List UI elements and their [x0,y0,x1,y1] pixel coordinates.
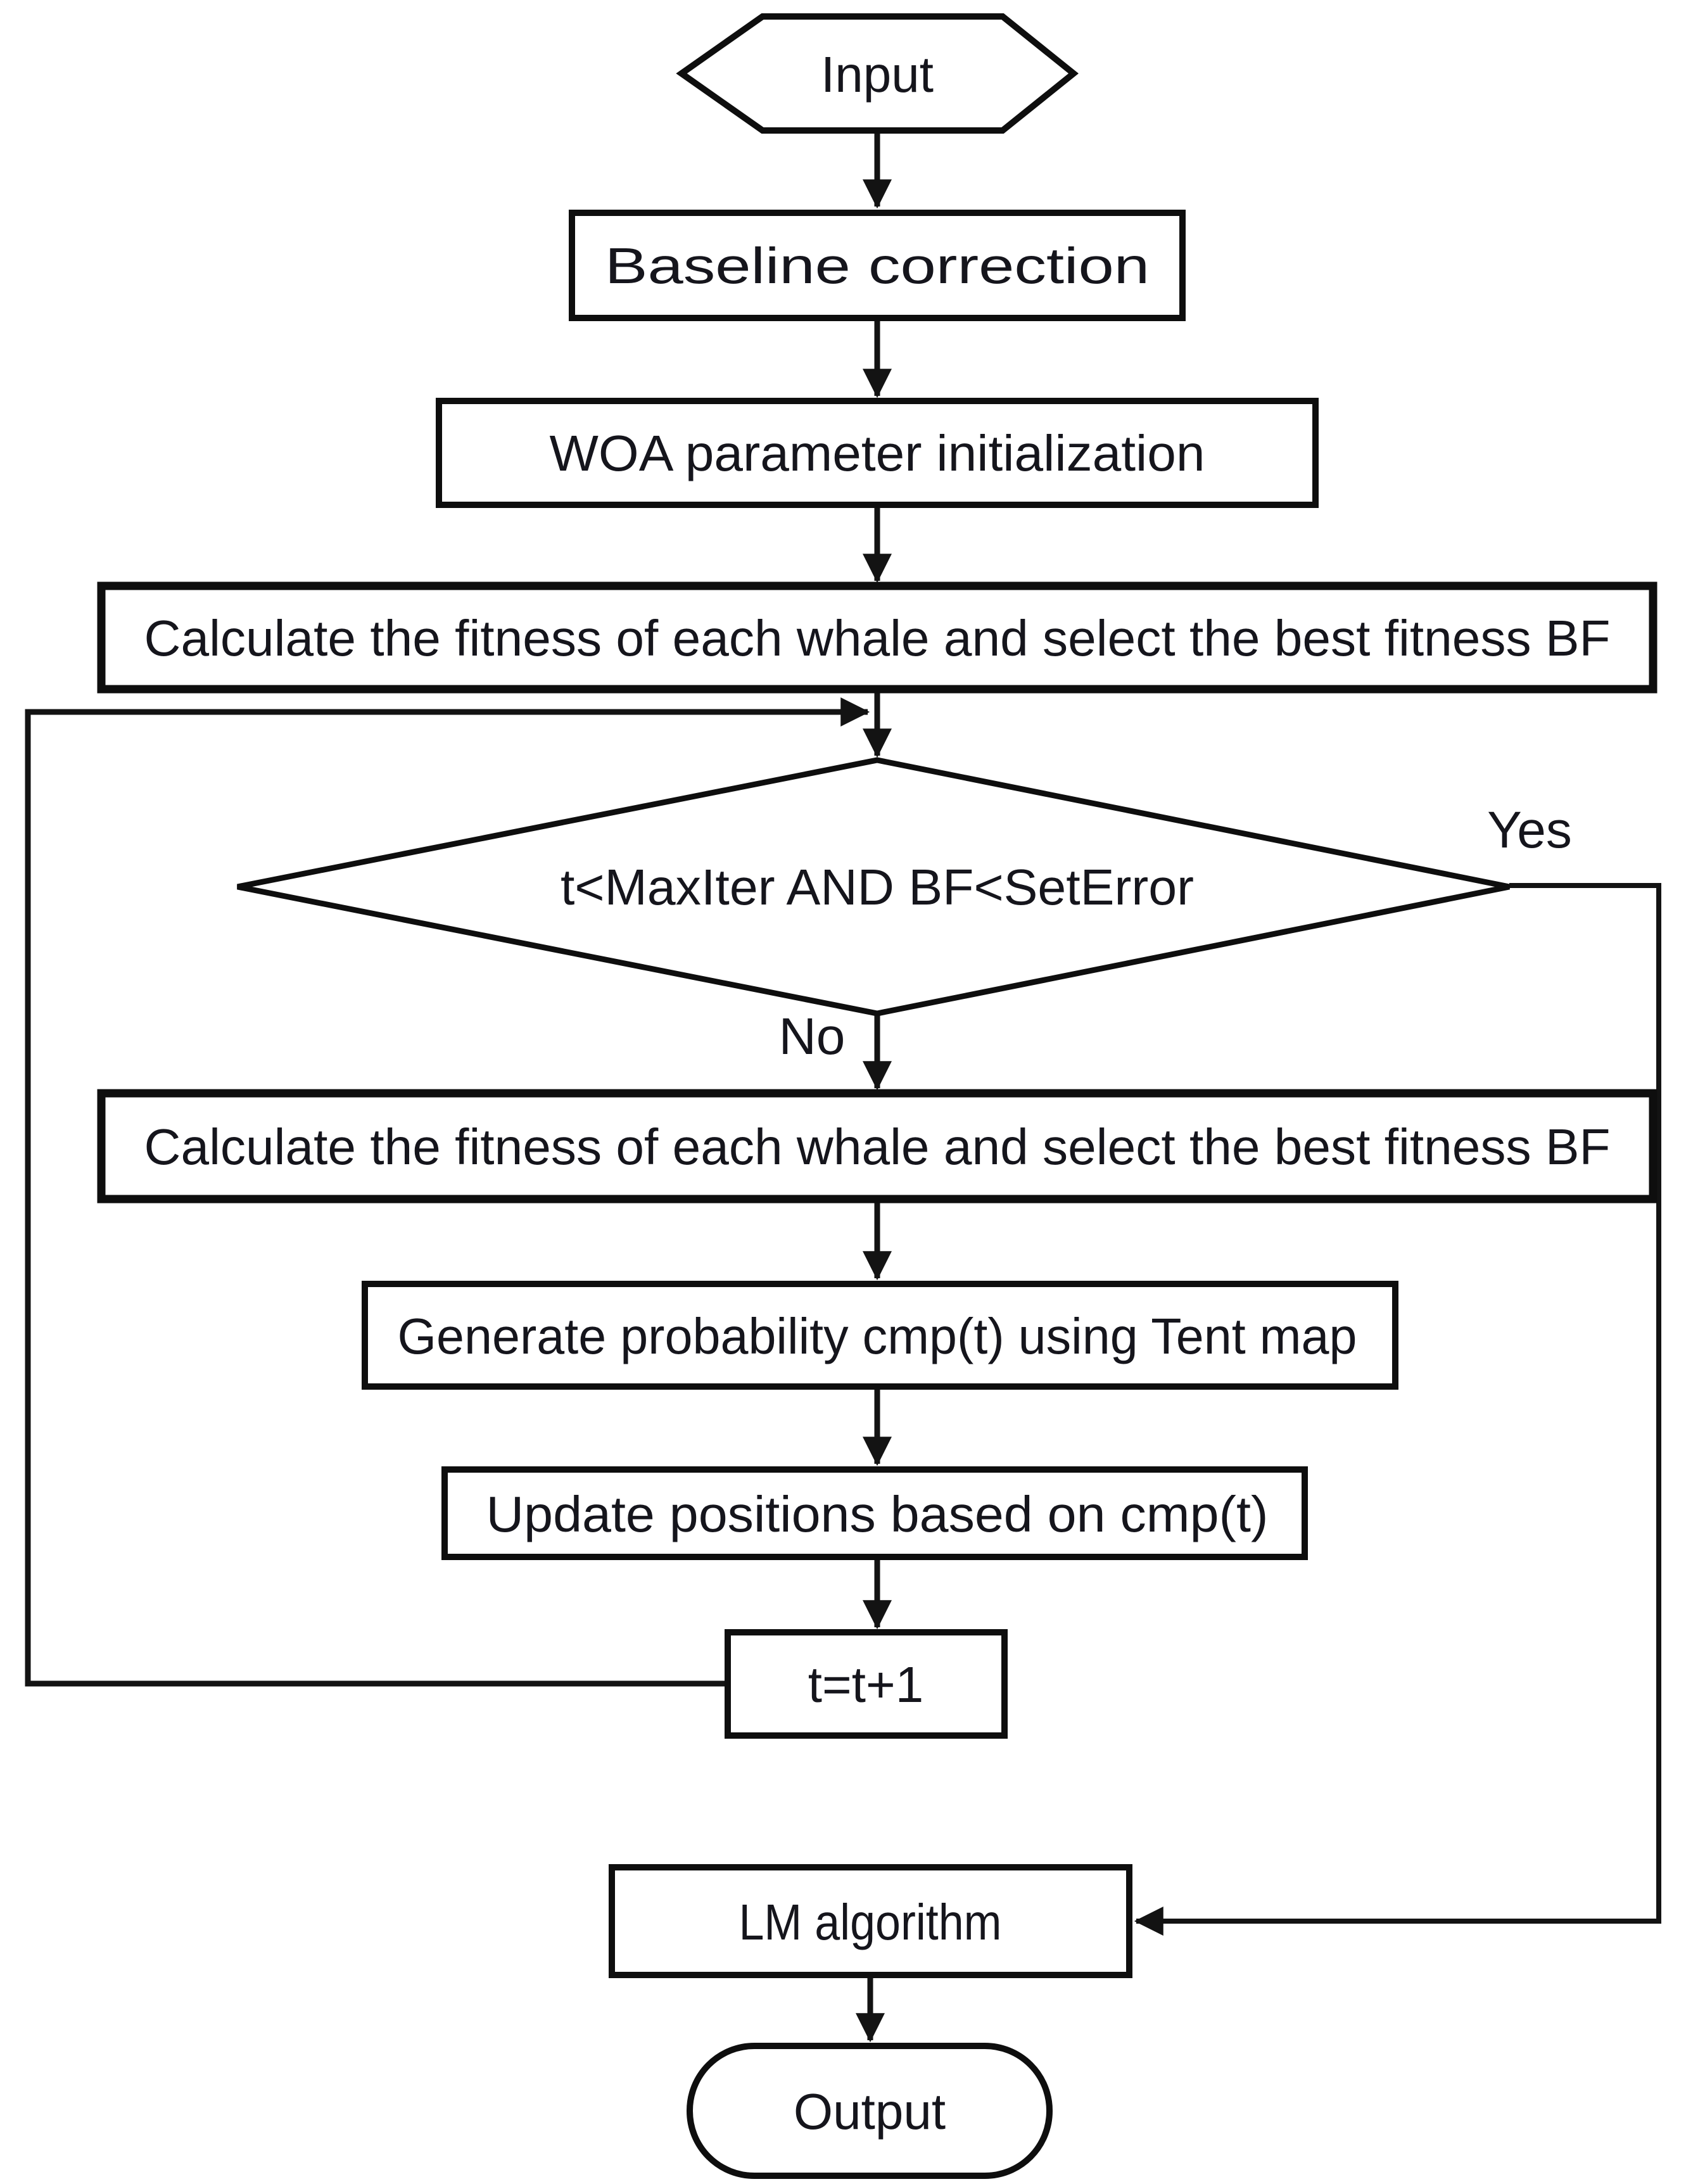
output-terminator-shape [687,2043,1053,2179]
node-increment-t: t=t+1 [725,1629,1008,1739]
edges [25,130,1661,2043]
woa-init-shape [436,398,1319,508]
edge-decision-yes-to-lm [1134,883,1661,1936]
lm-algorithm-label: LM algorithm [739,1894,1002,1950]
node-lm-algorithm: LM algorithm [609,1864,1132,1978]
generate-probability-shape [362,1281,1398,1390]
node-output: Output [687,2043,1053,2179]
yes-branch-label: Yes [1487,801,1572,859]
calc-fitness-1-shape [97,581,1657,694]
node-baseline-correction: Baseline correction [569,210,1186,321]
node-input: Input [676,13,1079,134]
baseline-correction-label: Baseline correction [605,238,1150,294]
node-loop-condition: t<MaxIter AND BF<SetError [237,757,1510,1017]
node-calculate-fitness-2: Calculate the fitness of each whale and … [97,1089,1657,1203]
input-hexagon-shape [676,13,1079,134]
input-label: Input [821,46,934,103]
calc-fitness-2-shape [97,1089,1657,1203]
baseline-correction-shape [569,210,1186,321]
node-generate-probability: Generate probability cmp(t) using Tent m… [362,1281,1398,1390]
node-woa-parameter-initialization: WOA parameter initialization [436,398,1319,508]
loop-condition-label: t<MaxIter AND BF<SetError [561,859,1194,915]
increment-t-shape [725,1629,1008,1739]
lm-algorithm-shape [609,1864,1132,1978]
node-update-positions: Update positions based on cmp(t) [441,1466,1308,1560]
edge-loop-back [25,697,870,1687]
output-label: Output [794,2083,946,2140]
woa-init-label: WOA parameter initialization [550,425,1205,481]
update-positions-label: Update positions based on cmp(t) [486,1486,1269,1542]
increment-t-label: t=t+1 [808,1656,923,1713]
loop-condition-diamond-shape [237,757,1510,1017]
update-positions-shape [441,1466,1308,1560]
calc-fitness-2-label: Calculate the fitness of each whale and … [144,1119,1611,1175]
no-branch-label: No [779,1008,846,1065]
node-calculate-fitness-1: Calculate the fitness of each whale and … [97,581,1657,694]
generate-probability-label: Generate probability cmp(t) using Tent m… [398,1308,1357,1364]
calc-fitness-1-label: Calculate the fitness of each whale and … [144,610,1611,666]
